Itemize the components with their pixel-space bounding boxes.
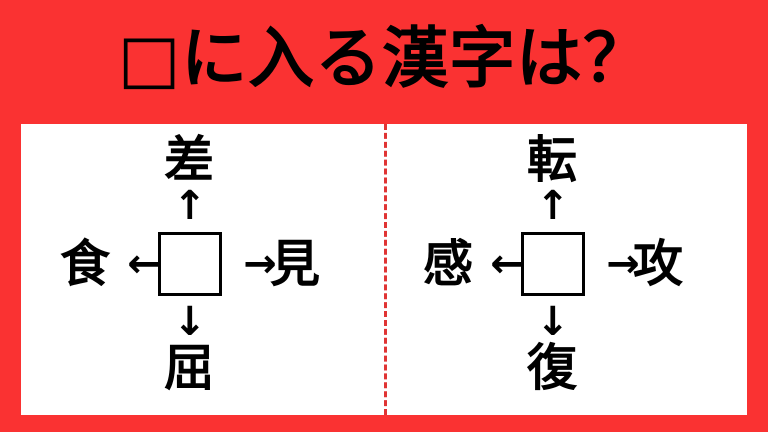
- kanji-right-right-panel: 攻: [633, 235, 683, 293]
- arrow-right-icon: →: [243, 241, 277, 287]
- arrow-down-icon: ↓: [173, 299, 207, 345]
- puzzle-card: 差 ↑ 食 ← → 見 ↓ 屈 転 ↑ 感 ← → 攻 ↓: [21, 124, 747, 415]
- kanji-cross-left: 差 ↑ 食 ← → 見 ↓ 屈: [21, 124, 384, 415]
- title-banner: □に入る漢字は？: [0, 0, 768, 118]
- kanji-bottom-right-panel: 復: [527, 339, 577, 397]
- kanji-right-left-panel: 見: [270, 235, 320, 293]
- kanji-top-left-panel: 差: [164, 131, 214, 189]
- arrow-left-icon: ←: [490, 241, 524, 287]
- kanji-top-right-panel: 転: [527, 131, 577, 189]
- blank-answer-box-right[interactable]: [521, 232, 585, 296]
- kanji-cross-right: 転 ↑ 感 ← → 攻 ↓ 復: [384, 124, 747, 415]
- blank-answer-box-left[interactable]: [158, 232, 222, 296]
- arrow-up-icon: ↑: [536, 183, 570, 229]
- kanji-bottom-left-panel: 屈: [164, 339, 214, 397]
- arrow-left-icon: ←: [127, 241, 161, 287]
- panel-divider: [384, 124, 387, 415]
- puzzle-panel-left: 差 ↑ 食 ← → 見 ↓ 屈: [21, 124, 387, 415]
- puzzle-panel-right: 転 ↑ 感 ← → 攻 ↓ 復: [384, 124, 747, 415]
- arrow-right-icon: →: [606, 241, 640, 287]
- kanji-left-right-panel: 感: [423, 235, 473, 293]
- arrow-up-icon: ↑: [173, 183, 207, 229]
- kanji-left-left-panel: 食: [60, 235, 110, 293]
- page-title: □に入る漢字は？: [117, 20, 651, 97]
- arrow-down-icon: ↓: [536, 299, 570, 345]
